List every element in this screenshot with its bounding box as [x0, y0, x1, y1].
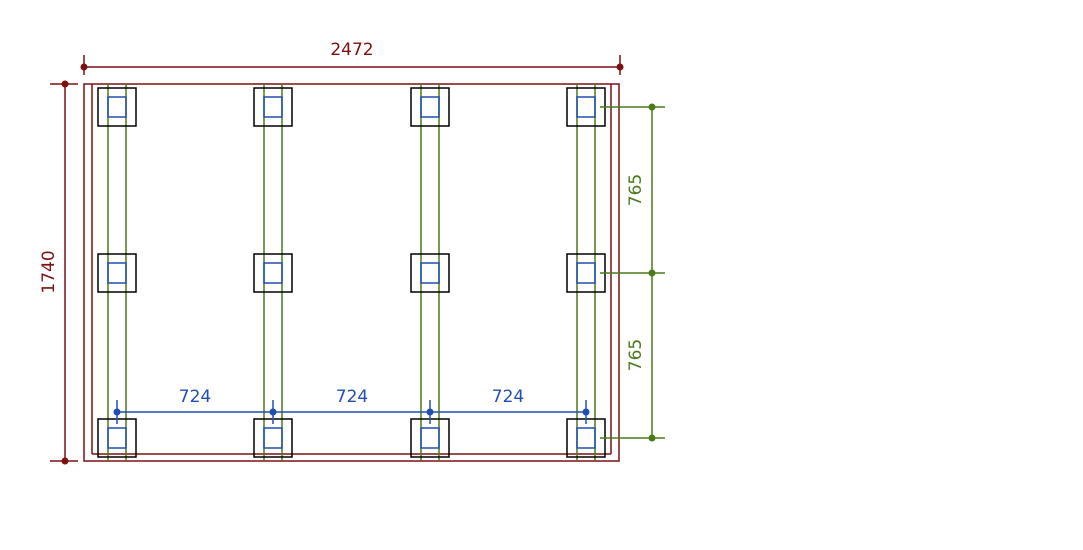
- post: [576, 262, 596, 284]
- post: [107, 262, 127, 284]
- dim-dot: [426, 408, 434, 416]
- dim-dot: [113, 408, 121, 416]
- dim-dot: [61, 457, 69, 465]
- dim-dot: [648, 434, 656, 442]
- post-footing: [410, 253, 450, 293]
- dim-dot: [269, 408, 277, 416]
- dim-dot: [616, 63, 624, 71]
- post-footing: [253, 418, 293, 458]
- post-footing: [97, 418, 137, 458]
- post: [107, 96, 127, 118]
- height-dimension-label: 1740: [39, 250, 59, 293]
- width-dimension-label: 2472: [330, 40, 373, 60]
- post-footing: [97, 87, 137, 127]
- row-spacing-label: 765: [626, 339, 646, 371]
- post: [420, 427, 440, 449]
- post-footing: [97, 253, 137, 293]
- post-footing: [566, 418, 606, 458]
- dim-dot: [582, 408, 590, 416]
- dim-dot: [61, 80, 69, 88]
- post: [107, 427, 127, 449]
- post-footing: [566, 253, 606, 293]
- column-spacing-label: 724: [492, 387, 524, 407]
- dim-dot: [80, 63, 88, 71]
- post: [576, 96, 596, 118]
- post: [420, 262, 440, 284]
- post-footing: [410, 418, 450, 458]
- post: [263, 262, 283, 284]
- row-spacing-label: 765: [626, 174, 646, 206]
- post: [263, 427, 283, 449]
- post: [576, 427, 596, 449]
- post-footing: [410, 87, 450, 127]
- post-footing: [566, 87, 606, 127]
- post-footing: [253, 87, 293, 127]
- post-footing: [253, 253, 293, 293]
- column-spacing-label: 724: [179, 387, 211, 407]
- column-spacing-label: 724: [336, 387, 368, 407]
- dim-dot: [648, 269, 656, 277]
- post: [263, 96, 283, 118]
- dim-dot: [648, 103, 656, 111]
- post: [420, 96, 440, 118]
